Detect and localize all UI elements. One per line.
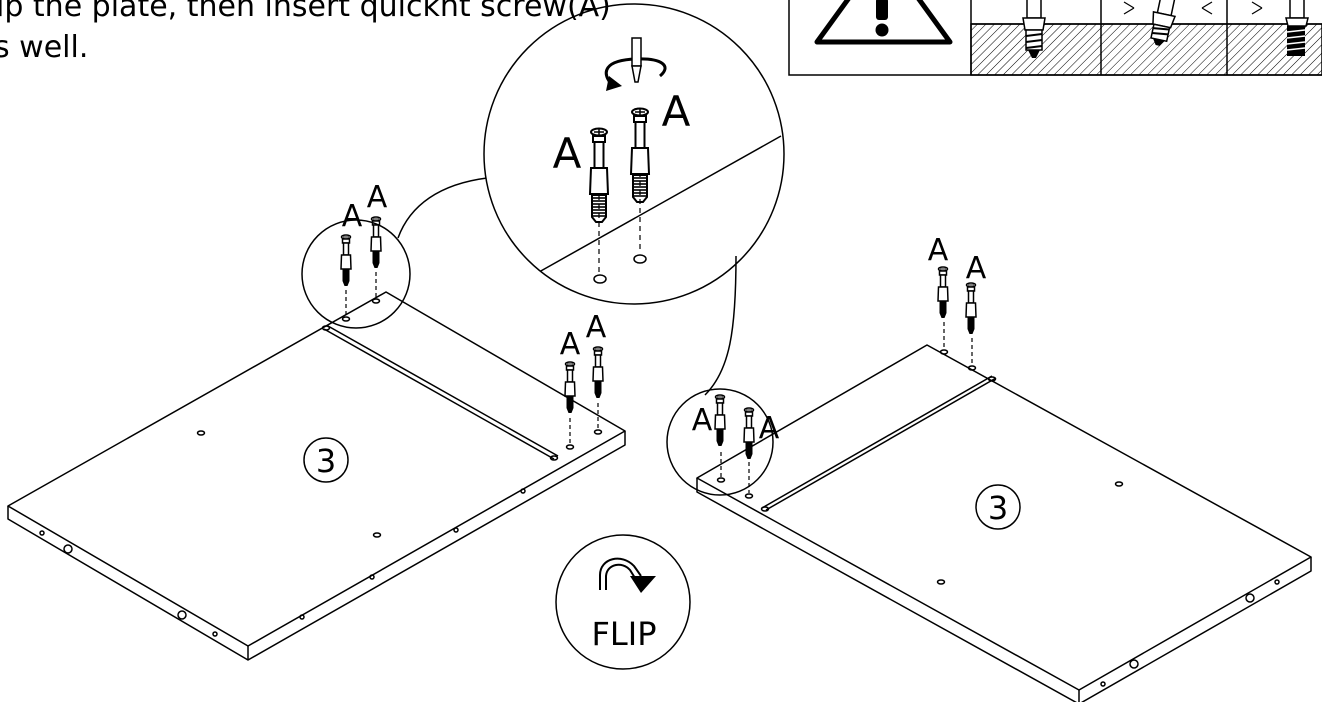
screw-icon xyxy=(340,234,352,287)
screw-label: A xyxy=(662,87,691,136)
detail-callout-circle xyxy=(301,219,411,329)
screw-icon xyxy=(1285,0,1309,56)
screw-icon xyxy=(714,394,726,447)
flip-arrow-icon xyxy=(599,557,656,593)
screw-icon xyxy=(1022,0,1046,58)
screw-icon xyxy=(937,266,949,319)
instruction-line-1: ip the plate, then insert quicknt screw(… xyxy=(0,0,611,24)
screw-label: A xyxy=(367,180,388,215)
part-number: 3 xyxy=(316,442,336,480)
rotate-clockwise-icon xyxy=(604,37,667,91)
zoom-detail: A A xyxy=(483,3,785,305)
screw-icon xyxy=(1150,0,1177,46)
screw-label: A xyxy=(966,251,987,286)
screw-label: A xyxy=(928,233,949,268)
screw-icon xyxy=(564,361,576,414)
warning-box xyxy=(788,0,1322,76)
screw-icon xyxy=(965,282,977,335)
detail-callout-circle xyxy=(666,388,774,496)
screw-label: A xyxy=(560,327,581,362)
instruction-line-2: s well. xyxy=(0,30,89,65)
screw-label: A xyxy=(553,129,582,178)
flip-label: FLIP xyxy=(592,615,657,653)
flip-badge: FLIP xyxy=(555,534,691,670)
screw-label: A xyxy=(759,411,780,446)
screw-icon xyxy=(743,407,755,460)
screw-label: A xyxy=(692,403,713,438)
part-number-badge xyxy=(303,437,349,483)
screw-label: A xyxy=(586,310,607,345)
warning-triangle-icon xyxy=(814,0,953,45)
screw-label: A xyxy=(342,199,363,234)
part-number-badge xyxy=(975,484,1021,530)
part-number: 3 xyxy=(988,489,1008,527)
screw-icon xyxy=(592,346,604,399)
